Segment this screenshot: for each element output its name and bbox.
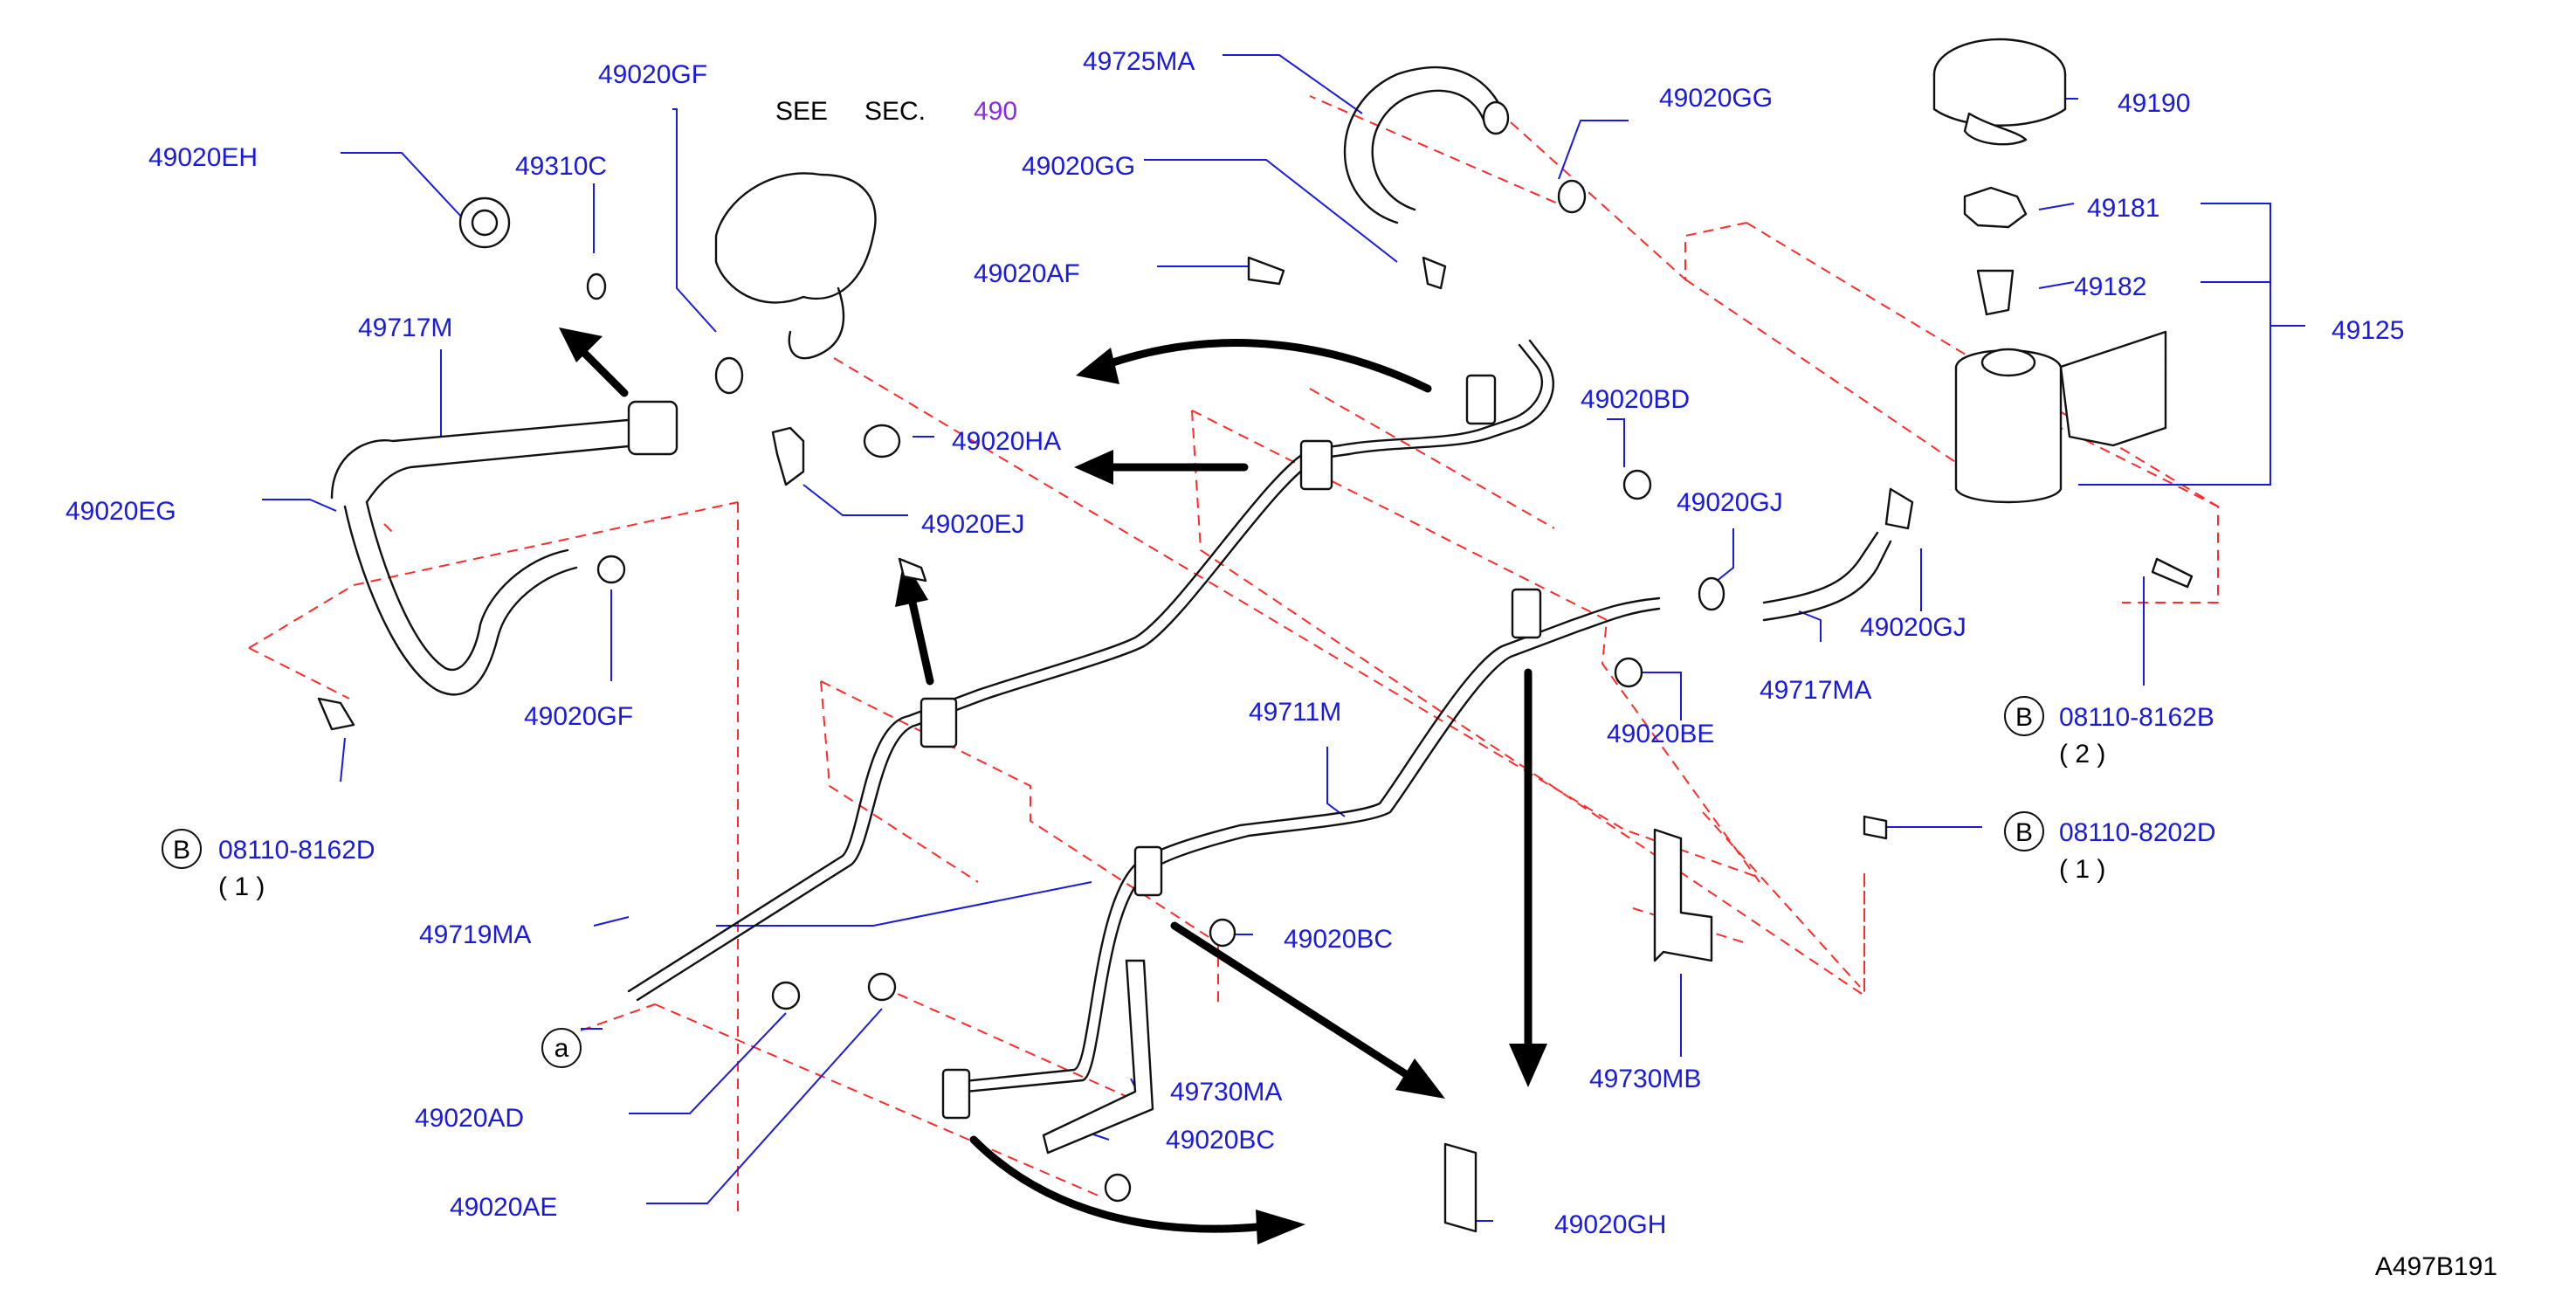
bolt-ref-08110-8162B[interactable]: B 08110-8162B ( 2 ) [2004,696,2214,769]
label-49020GJ-low[interactable]: 49020GJ [1860,613,1966,642]
see-section-link[interactable]: 490 [974,97,1017,126]
label-49717M[interactable]: 49717M [358,314,452,342]
label-49020BC-low[interactable]: 49020BC [1166,1126,1275,1155]
label-49719MA[interactable]: 49719MA [419,920,531,949]
clip-49711-c [941,1068,971,1120]
part-labels: 49020GF 49020EH 49310C 49717M 49020EG 49… [65,47,2404,1239]
label-49020BE[interactable]: 49020BE [1607,720,1714,748]
bolt-code[interactable]: 08110-8202D [2059,818,2216,847]
bolt-code[interactable]: 08110-8162B [2059,703,2214,732]
bolt-badge-letter: B [2015,818,2033,847]
label-49730MA[interactable]: 49730MA [1170,1078,1282,1106]
clip-49719-c [1465,374,1497,425]
bolt-ref-08110-8162D[interactable]: B 08110-8162D ( 1 ) [162,829,375,901]
connector-ref-letter: a [554,1034,569,1063]
leader-lines [262,54,2305,1222]
label-49711M[interactable]: 49711M [1249,698,1341,727]
label-49020AF[interactable]: 49020AF [974,259,1080,288]
label-49730MB[interactable]: 49730MB [1589,1065,1701,1093]
connector-ref-a[interactable]: a [541,1028,582,1068]
bolt-qty: ( 2 ) [2059,740,2105,769]
drawing-code: A497B191 [2375,1252,2497,1281]
bolt-badge-circle [2004,811,2044,851]
label-49020HA[interactable]: 49020HA [952,427,1061,456]
part-49717M-hose [330,400,678,696]
label-49182[interactable]: 49182 [2074,272,2146,301]
bolt-ref-08110-8202D[interactable]: B 08110-8202D ( 1 ) [2004,811,2216,884]
part-pump-body [714,172,877,360]
label-49020GH[interactable]: 49020GH [1554,1210,1666,1239]
label-49020EG[interactable]: 49020EG [65,497,176,526]
label-49310C[interactable]: 49310C [515,152,607,181]
label-49020GF-low[interactable]: 49020GF [524,702,633,731]
connector-ref-circle [541,1028,582,1068]
label-49020BD[interactable]: 49020BD [1581,385,1690,414]
clip-49711-a [1133,845,1163,897]
label-49020BC-mid[interactable]: 49020BC [1284,925,1393,954]
label-49190[interactable]: 49190 [2118,89,2190,118]
part-49717MA-hose [1762,531,1892,622]
label-49020GG-left[interactable]: 49020GG [1022,152,1135,181]
see-section-word: SEC. [864,97,926,126]
part-49725MA-hose [1344,66,1510,224]
label-49020EJ[interactable]: 49020EJ [921,510,1024,539]
see-section-prefix: SEE [775,97,828,126]
bolt-badge-letter: B [2015,703,2033,732]
label-49125[interactable]: 49125 [2331,316,2404,345]
bolt-qty: ( 1 ) [218,872,265,901]
small-hardware [317,179,2194,1233]
label-49020EH[interactable]: 49020EH [148,143,258,172]
label-49020GG-right[interactable]: 49020GG [1659,84,1773,113]
direction-arrows [559,327,1547,1244]
clip-49711-b [1511,588,1542,639]
clip-49719-a [920,697,958,748]
label-49725MA[interactable]: 49725MA [1083,47,1195,76]
bolt-code[interactable]: 08110-8162D [218,836,375,865]
bolt-badge-circle [162,829,202,869]
bolt-qty: ( 1 ) [2059,855,2105,884]
label-49020AE[interactable]: 49020AE [450,1193,557,1222]
label-49717MA[interactable]: 49717MA [1760,676,1871,705]
label-49020GJ-top[interactable]: 49020GJ [1677,488,1783,517]
label-49020GF-top[interactable]: 49020GF [598,60,707,89]
label-49181[interactable]: 49181 [2087,194,2159,223]
bolt-badge-circle [2004,696,2044,736]
clip-49719-b [1299,439,1333,491]
part-49719MA-tube [627,339,1555,1002]
bolt-badge-letter: B [173,836,190,865]
part-49125-reservoir [1932,38,2167,504]
part-49711M-tube [941,588,1661,1120]
label-49020AD[interactable]: 49020AD [415,1104,524,1133]
